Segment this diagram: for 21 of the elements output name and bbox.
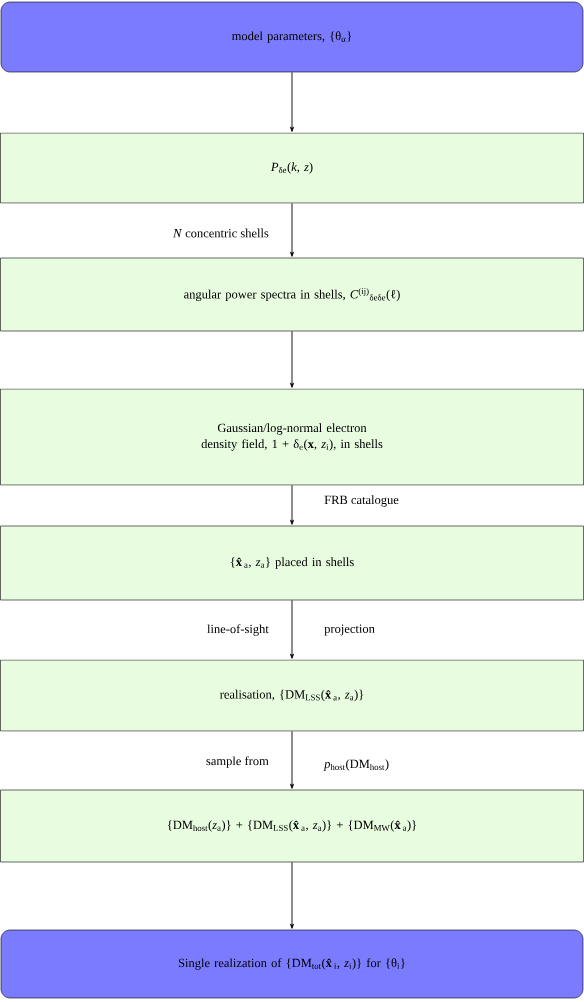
arrow xyxy=(290,484,294,525)
process-box: angular power spectra in shells, C$^{(ij)}$$_{δeδe}$(ℓ) xyxy=(0,257,584,332)
arrow-label: N concentric shells xyxy=(173,228,269,238)
arrow xyxy=(290,599,294,659)
arrow xyxy=(290,202,294,257)
arrow-label: FRB catalogue xyxy=(324,495,399,507)
process-box: Gaussian/log-normal electron density field, 1 + δ$_{e}$(x, z$_{i}$), in shells xyxy=(0,388,584,486)
arrow-label: line-of-sight xyxy=(207,624,269,636)
process-box: P$_{δe}$(k, z) xyxy=(0,132,584,204)
arrow xyxy=(290,330,294,388)
process-box: realisation, {DM$_{LSS}$(x̂$_{a}$, z$_{a}$)} xyxy=(0,659,584,732)
arrow xyxy=(290,71,294,132)
arrow xyxy=(290,861,294,929)
process-box: {DM$_{host}$(z$_{a}$)} + {DM$_{LSS}$(x̂$_{a}$, z$_{a}$)} + {DM$_{MW}$(x̂$_{a}$)} xyxy=(0,789,584,863)
arrow-label: sample from xyxy=(206,756,269,768)
arrow-label: p$_{host}$(DM$_{host}$) xyxy=(323,759,389,771)
arrow-label: projection xyxy=(324,624,375,636)
terminal-box: Single realization of {DM$_{tot}$(x̂$_{i}$, z$_{i}$)} for {θ$_{i}$} xyxy=(0,929,584,999)
arrow xyxy=(290,730,294,789)
terminal-box: model parameters, {θ$_{α}$} xyxy=(0,1,584,73)
process-box: {x̂$_{a}$, z$_{a}$} placed in shells xyxy=(0,525,584,601)
